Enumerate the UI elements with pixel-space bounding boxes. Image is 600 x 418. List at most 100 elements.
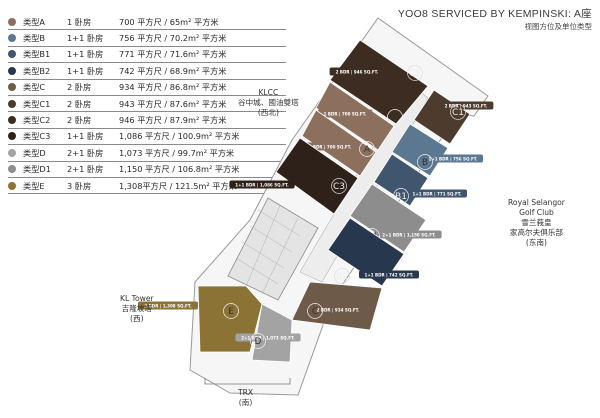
unit-letter-ring [223, 303, 239, 319]
east-label-dir: (东南) [525, 238, 548, 247]
legend-swatch [8, 116, 16, 125]
legend-row: 类型B 1+1 卧房 756 平方尺 / 70.2m² 平方米 [8, 30, 286, 47]
legend-swatch [8, 165, 16, 174]
unit-letter-ring [387, 109, 403, 125]
unit-c[interactable]: 2 BDR | 934 SQ.FT.C [291, 281, 383, 331]
unit-letter: B [422, 158, 428, 168]
unit-tag: 3 BDR | 1,308 SQ.FT. [144, 304, 192, 309]
unit-tag-bg [317, 109, 373, 118]
legend-bedrooms: 2+1 卧房 [67, 147, 104, 158]
unit-tag: 1 BDR | 700 SQ.FT. [324, 112, 367, 117]
unit-shape[interactable] [391, 123, 449, 177]
unit-tag-bg [310, 305, 366, 314]
west-label-dir: (西) [130, 314, 144, 323]
legend-type: 类型A [23, 16, 45, 27]
unit-letter: C3 [333, 182, 345, 192]
unit-c1[interactable]: 2 BDR | 943 SQ.FT.C1 [413, 89, 494, 145]
unit-tag-bg [138, 301, 198, 310]
south-label: TRX (南) [238, 388, 253, 408]
legend-area: 756 平方尺 / 70.2m² 平方米 [119, 33, 227, 44]
page-title: YOO8 SERVICED BY KEMPINSKI: A座 [397, 8, 592, 20]
unit-tag: 1+1 BDR | 742 SQ.FT. [364, 273, 413, 278]
unit-tag: 1 BDR | 700 SQ.FT. [309, 145, 352, 150]
legend-swatch [8, 17, 16, 26]
unit-letter-ring [331, 178, 347, 194]
legend-type: 类型B2 [23, 65, 51, 76]
unit-letter: A [364, 145, 371, 155]
core-grid [235, 205, 301, 295]
legend-area: 946 平方尺 / 87.9m² 平方米 [119, 115, 227, 126]
unit-a[interactable]: 1 BDR | 700 SQ.FT. A [301, 109, 377, 177]
unit-tag-bg [329, 67, 385, 76]
legend-bedrooms: 3 卧房 [67, 180, 92, 191]
legend-area: 742 平方尺 / 68.9m² 平方米 [119, 65, 227, 76]
unit-b2[interactable]: 1+1 BDR | 742 SQ.FT.B2 [327, 217, 419, 287]
unit-tag: 2 BDR | 943 SQ.FT. [445, 104, 488, 109]
south-label-en: TRX [238, 388, 254, 397]
unit-letter-ring [407, 65, 423, 81]
unit-tag: 2 BDR | 934 SQ.FT. [317, 308, 360, 313]
south-bracket [204, 378, 291, 385]
unit-tag: 2 BDR | 946 SQ.FT. [336, 70, 379, 75]
unit-letter-ring [359, 141, 375, 157]
unit-shape[interactable] [197, 285, 263, 353]
unit-letter: E [228, 307, 234, 317]
unit-letter: C [312, 307, 318, 317]
legend-swatch [8, 132, 16, 141]
unit-c3[interactable]: 1+1 BDR | 1,086 SQ.FT.C3 [229, 137, 359, 215]
unit-letter: A [392, 113, 399, 123]
legend-type: 类型E [23, 180, 45, 191]
unit-tag: 2+1 BDR | 1,073 SQ.FT. [241, 336, 295, 341]
unit-d1[interactable]: 2+1 BDR | 1,150 SQ.FT.D1 [349, 183, 442, 253]
unit-letter-ring [307, 303, 323, 319]
north-label-dir: (西北) [257, 108, 279, 117]
north-label-cn: 谷中城、國油雙塔 [238, 98, 299, 107]
east-label-en1: Royal Selangor [508, 198, 565, 207]
legend-area: 700 平方尺 / 65m² 平方米 [119, 16, 219, 27]
unit-letter: C1 [452, 108, 464, 118]
unit-shape[interactable] [275, 137, 359, 215]
south-label-dir: (南) [238, 398, 253, 407]
unit-letter-ring [334, 268, 350, 284]
legend-type: 类型C1 [23, 98, 51, 109]
unit-shape[interactable] [327, 217, 405, 287]
legend-swatch [8, 181, 16, 190]
unit-letter-ring [450, 104, 466, 120]
legend-bedrooms: 1+1 卧房 [67, 131, 104, 142]
unit-letter-ring [250, 333, 266, 349]
legend-bedrooms: 1+1 卧房 [67, 49, 104, 60]
unit-shape[interactable] [329, 39, 429, 125]
legend-area: 943 平方尺 / 87.6m² 平方米 [119, 98, 227, 109]
legend-bedrooms: 2 卧房 [67, 98, 92, 109]
legend-swatch [8, 34, 16, 43]
legend-swatch [8, 83, 16, 92]
unit-b[interactable]: 1+1 BDR | 756 SQ.FT.B [391, 123, 483, 177]
unit-e[interactable]: 3 BDR | 1,308 SQ.FT. E [138, 285, 263, 353]
unit-letter: D [255, 337, 262, 347]
legend-type: 类型B [23, 33, 45, 44]
east-label: Royal Selangor Golf Club 雪兰莪皇 家高尔夫俱乐部 (东… [508, 198, 565, 248]
legend-bedrooms: 1+1 卧房 [67, 33, 104, 44]
legend-swatch [8, 148, 16, 157]
page-subtitle: 视图方位及单位类型 [524, 22, 593, 31]
legend-area: 771 平方尺 / 71.6m² 平方米 [119, 49, 227, 60]
legend-type: 类型C3 [23, 131, 51, 142]
unit-letter-ring [417, 154, 433, 170]
unit-d[interactable]: 2+1 BDR | 1,073 SQ.FT.D [235, 303, 301, 363]
legend-type: 类型C2 [23, 115, 51, 126]
unit-a[interactable]: 1 BDR | 700 SQ.FT. A [315, 81, 403, 151]
unit-tag-bg [423, 154, 483, 163]
east-label-cn1: 雪兰莪皇 [521, 218, 552, 227]
north-label: KLCC 谷中城、國油雙塔 (西北) [238, 88, 299, 118]
unit-c2[interactable]: 2 BDR | 946 SQ.FT.C2 [329, 39, 429, 125]
legend-area: 1,308平方尺 / 121.5m² 平方米 [119, 180, 237, 191]
legend-swatch [8, 50, 16, 59]
unit-b1[interactable]: 1+1 BDR | 771 SQ.FT.B1 [373, 153, 467, 207]
legend-bedrooms: 2+1 卧房 [67, 164, 104, 175]
